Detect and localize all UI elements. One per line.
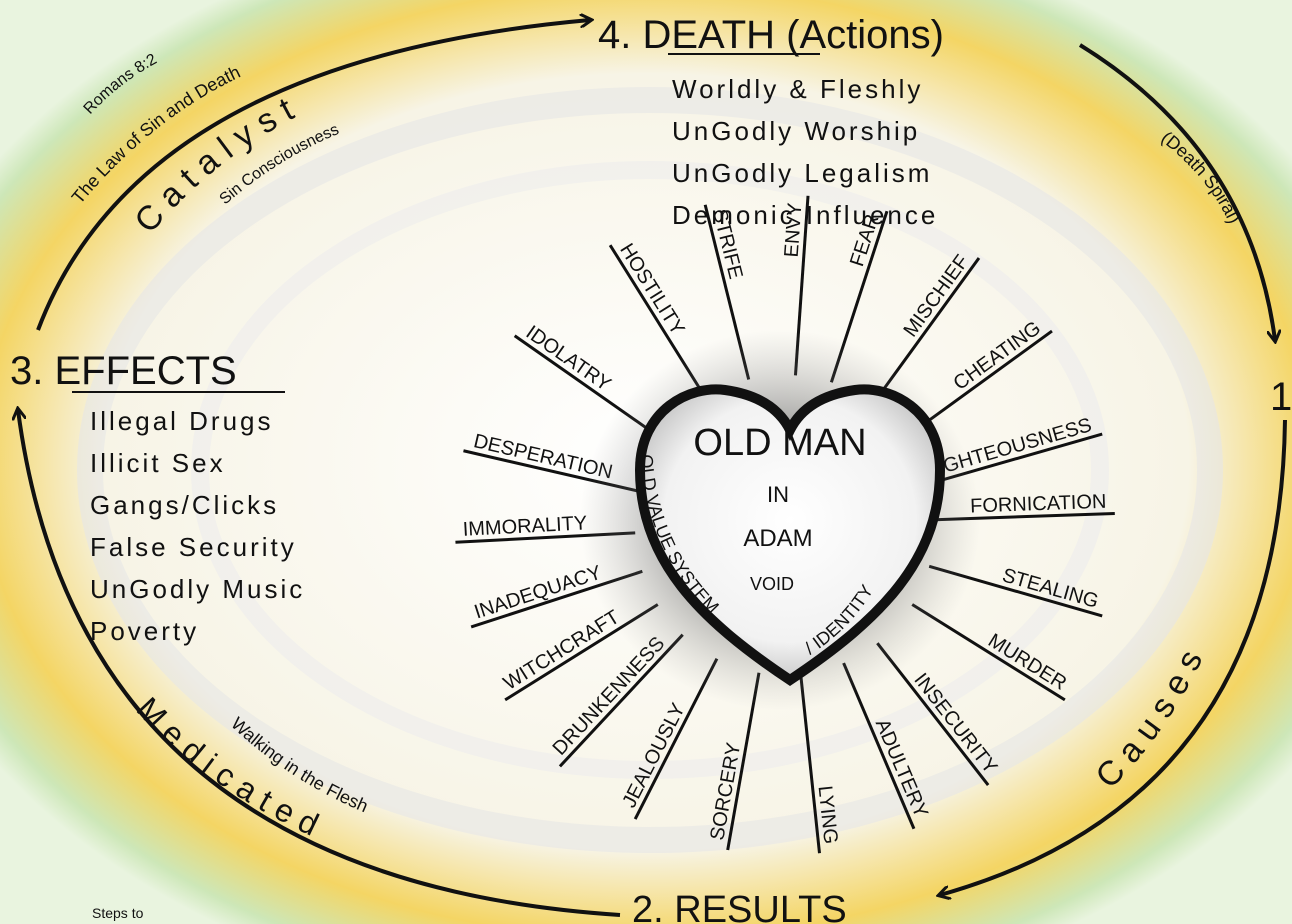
effects-item-2: Illicit Sex: [90, 448, 226, 478]
causes-number: 1: [1270, 375, 1292, 419]
heart-shape: [634, 384, 946, 687]
heart-line1: OLD MAN: [693, 422, 866, 464]
arrow-results-to-effects: [18, 410, 621, 917]
steps-label: Steps to: [92, 905, 144, 921]
death-heading: 4. DEATH (Actions): [598, 13, 944, 57]
death-item-1: Worldly & Fleshly: [672, 74, 923, 104]
death-item-2: UnGodly Worship: [672, 116, 920, 146]
arrow-death-to-causes: [1078, 43, 1275, 340]
death-item-4: Demonic Influence: [672, 200, 938, 230]
heart-line3: ADAM: [743, 525, 812, 552]
effects-heading: 3. EFFECTS: [10, 349, 237, 393]
effects-item-6: Poverty: [90, 616, 199, 646]
spoke-label: ENVY: [781, 202, 807, 258]
death-item-3: UnGodly Legalism: [672, 158, 932, 188]
effects-item-4: False Security: [90, 532, 297, 562]
effects-item-3: Gangs/Clicks: [90, 490, 279, 520]
spoke-label: FORNICATION: [970, 491, 1107, 518]
arrow-effects-to-death: [36, 20, 590, 331]
arrow-causes-to-results: [940, 419, 1287, 895]
results-heading: 2. RESULTS: [632, 889, 847, 924]
heart-line2: IN: [767, 482, 789, 507]
effects-item-5: UnGodly Music: [90, 574, 305, 604]
effects-item-1: Illegal Drugs: [90, 406, 274, 436]
heart-void: VOID: [750, 574, 794, 594]
